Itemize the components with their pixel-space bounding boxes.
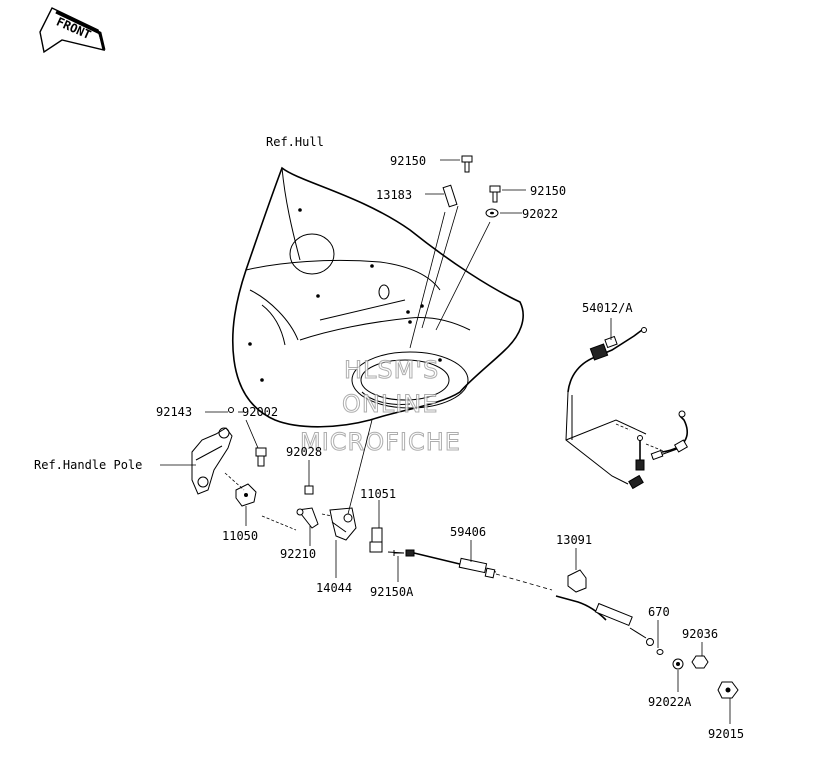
ref-hull-label: Ref.Hull — [266, 135, 324, 149]
part-92022-washer — [485, 208, 499, 218]
part-92150-top-bolt — [461, 155, 473, 173]
label-14044: 14044 — [316, 581, 352, 595]
label-92028: 92028 — [286, 445, 322, 459]
part-92028-nut — [304, 485, 314, 495]
label-92150-right: 92150 — [530, 184, 566, 198]
part-92210-pin — [296, 507, 319, 529]
part-13183-pin — [442, 184, 458, 208]
part-labels: Ref.Hull 92150 13183 92150 92022 54012/A… — [34, 135, 744, 741]
part-14044-bracket — [329, 507, 357, 541]
label-92150-top: 92150 — [390, 154, 426, 168]
label-92143: 92143 — [156, 405, 192, 419]
label-59406: 59406 — [450, 525, 486, 539]
label-13183: 13183 — [376, 188, 412, 202]
label-11050: 11050 — [222, 529, 258, 543]
label-92036: 92036 — [682, 627, 718, 641]
part-54012a-cable — [565, 327, 689, 490]
label-13091: 13091 — [556, 533, 592, 547]
watermark-line-2: ONLINE — [342, 390, 438, 418]
part-92015-nut — [717, 681, 739, 699]
hull-illustration — [231, 166, 524, 428]
label-leaders — [160, 159, 731, 724]
part-92150-right-bolt — [489, 185, 501, 203]
label-92022: 92022 — [522, 207, 558, 221]
part-11050-bracket — [235, 483, 257, 507]
part-handle-pole-bracket — [191, 407, 234, 495]
part-11051-fitting — [369, 527, 383, 553]
watermark: HLSM'S ONLINE MICROFICHE — [300, 356, 461, 457]
watermark-line-1: HLSM'S — [344, 356, 439, 384]
part-92036-nut — [691, 655, 709, 669]
front-arrow-badge: FRONT — [39, 7, 106, 54]
part-59406-cable — [387, 549, 654, 646]
part-92150a-screw — [393, 550, 404, 556]
label-92150a: 92150A — [370, 585, 414, 599]
label-92002: 92002 — [242, 405, 278, 419]
part-92002-bolt — [255, 447, 267, 467]
part-13091-grommet — [567, 569, 587, 593]
label-92022a: 92022A — [648, 695, 692, 709]
label-92015: 92015 — [708, 727, 744, 741]
label-92210: 92210 — [280, 547, 316, 561]
watermark-line-3: MICROFICHE — [300, 428, 461, 456]
label-11051: 11051 — [360, 487, 396, 501]
part-670-clip — [656, 649, 664, 655]
ref-handle-pole-label: Ref.Handle Pole — [34, 458, 142, 472]
label-54012a: 54012/A — [582, 301, 633, 315]
label-670: 670 — [648, 605, 670, 619]
part-92022a-washer — [672, 658, 684, 670]
